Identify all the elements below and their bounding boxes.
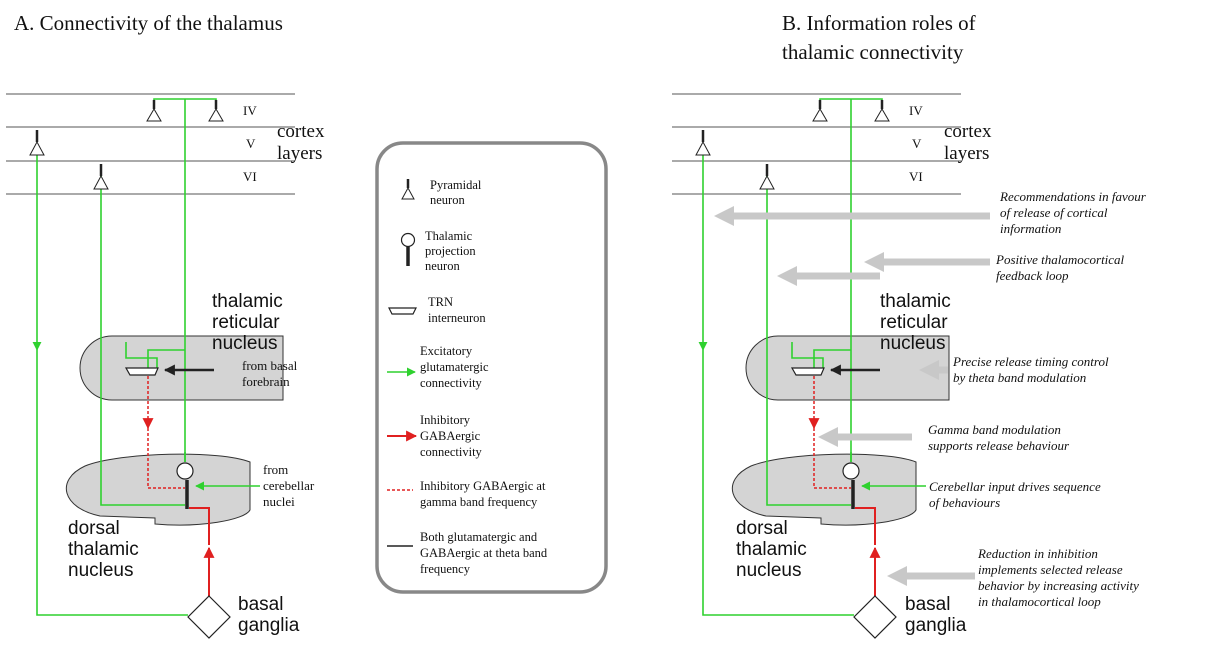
note-release-1: Recommendations in favour <box>999 189 1147 204</box>
pyramidal-neuron-icon <box>146 108 162 122</box>
legend-projection-2: projection <box>425 244 476 258</box>
dorsal-label-3: nucleus <box>68 560 134 581</box>
pyramidal-neuron-icon <box>812 108 828 122</box>
pyramidal-neuron-icon <box>695 140 711 156</box>
cerebellar-label-1: from <box>263 462 288 477</box>
note-cerebellar-2: of behaviours <box>929 495 1000 510</box>
layer-v-label-b: V <box>912 136 922 151</box>
legend-gamma-1: Inhibitory GABAergic at <box>420 479 546 493</box>
legend-excitatory-1: Excitatory <box>420 344 473 358</box>
legend-trn-1: TRN <box>428 295 453 309</box>
legend-gamma-2: gamma band frequency <box>420 495 538 509</box>
pyramidal-neuron-icon <box>29 140 45 156</box>
trn-label-1: thalamic <box>212 291 283 312</box>
panel-b: B. Information roles of thalamic connect… <box>672 11 1147 639</box>
legend: Pyramidal neuron Thalamic projection neu… <box>375 141 608 594</box>
excitatory-wiring-b <box>698 98 926 616</box>
basal-ganglia-label-b-1: basal <box>905 594 950 615</box>
note-gamma-1: Gamma band modulation <box>928 422 1061 437</box>
layer-iv-label-b: IV <box>909 103 923 118</box>
cortex-layers-label-2: layers <box>277 143 322 164</box>
legend-excitatory-3: connectivity <box>420 376 483 390</box>
layer-iv-label: IV <box>243 103 257 118</box>
note-inhibition-3: behavior by increasing activity <box>978 578 1139 593</box>
note-feedback-1: Positive thalamocortical <box>995 252 1125 267</box>
layer-vi-label: VI <box>243 169 257 184</box>
basal-ganglia-label-1: basal <box>238 594 283 615</box>
dorsal-label-2: thalamic <box>68 539 139 560</box>
legend-projection-3: neuron <box>425 259 460 273</box>
trn-interneuron-icon <box>790 367 825 376</box>
note-release-3: information <box>1000 221 1061 236</box>
legend-both-2: GABAergic at theta band <box>420 546 548 560</box>
inhibitory-wiring-b <box>808 376 881 596</box>
trn-label-3: nucleus <box>212 333 278 354</box>
trn-interneuron-icon <box>124 367 159 376</box>
legend-inhibitory-1: Inhibitory <box>420 413 471 427</box>
dorsal-label-b-3: nucleus <box>736 560 802 581</box>
legend-trn-2: interneuron <box>428 311 486 325</box>
note-feedback-2: feedback loop <box>996 268 1069 283</box>
dorsal-label-b-1: dorsal <box>736 518 788 539</box>
panel-b-title-1: B. Information roles of <box>782 11 976 35</box>
basal-ganglia-label-2: ganglia <box>238 615 300 636</box>
legend-excitatory-2: glutamatergic <box>420 360 489 374</box>
basal-forebrain-label-1: from basal <box>242 358 298 373</box>
pyramidal-neuron-icon <box>208 108 224 122</box>
note-theta-2: by theta band modulation <box>953 370 1086 385</box>
legend-inhibitory-2: GABAergic <box>420 429 481 443</box>
trn-nucleus-shape-b <box>745 335 950 401</box>
inhibitory-wiring-a <box>142 376 215 596</box>
trn-label-b-2: reticular <box>880 312 948 333</box>
legend-box <box>375 141 608 594</box>
annotation-arrows <box>714 206 990 586</box>
dorsal-label-1: dorsal <box>68 518 120 539</box>
layer-v-label: V <box>246 136 256 151</box>
legend-both-1: Both glutamatergic and <box>420 530 538 544</box>
pyramidal-neuron-icon <box>759 174 775 190</box>
legend-pyramidal-icon-body <box>401 186 415 200</box>
basal-forebrain-label-2: forebrain <box>242 374 290 389</box>
legend-projection-1: Thalamic <box>425 229 473 243</box>
cerebellar-label-2: cerebellar <box>263 478 315 493</box>
basal-ganglia-shape-b <box>853 595 897 639</box>
cortex-layer-lines-b <box>672 93 961 195</box>
note-inhibition-1: Reduction in inhibition <box>977 546 1098 561</box>
legend-trn-icon <box>388 307 417 315</box>
projection-neuron-icon <box>176 462 194 480</box>
note-theta-1: Precise release timing control <box>952 354 1109 369</box>
legend-pyramidal-2: neuron <box>430 193 465 207</box>
cortex-layers-label-b-1: cortex <box>944 121 992 142</box>
projection-neuron-icon <box>842 462 860 480</box>
note-inhibition-4: in thalamocortical loop <box>978 594 1101 609</box>
panel-a-title: A. Connectivity of the thalamus <box>14 11 283 35</box>
note-gamma-2: supports release behaviour <box>928 438 1070 453</box>
basal-ganglia-shape <box>187 595 231 639</box>
trn-nucleus-shape <box>79 335 284 401</box>
pyramidal-neuron-icon <box>874 108 890 122</box>
panel-b-title-2: thalamic connectivity <box>782 40 964 64</box>
note-release-2: of release of cortical <box>1000 205 1108 220</box>
legend-both-3: frequency <box>420 562 471 576</box>
cortex-layers-label-b-2: layers <box>944 143 989 164</box>
cortex-layers-label-1: cortex <box>277 121 325 142</box>
basal-ganglia-label-b-2: ganglia <box>905 615 967 636</box>
panel-a: A. Connectivity of the thalamus IV V VI … <box>6 11 325 639</box>
trn-label-b-1: thalamic <box>880 291 951 312</box>
dorsal-nucleus-shape-b <box>731 453 917 526</box>
dorsal-label-b-2: thalamic <box>736 539 807 560</box>
layer-vi-label-b: VI <box>909 169 923 184</box>
dorsal-nucleus-shape <box>65 453 251 526</box>
note-cerebellar-1: Cerebellar input drives sequence <box>929 479 1101 494</box>
legend-pyramidal-1: Pyramidal <box>430 178 482 192</box>
legend-inhibitory-3: connectivity <box>420 445 483 459</box>
cerebellar-label-3: nuclei <box>263 494 295 509</box>
note-inhibition-2: implements selected release <box>978 562 1123 577</box>
trn-label-b-3: nucleus <box>880 333 946 354</box>
pyramidal-neuron-icon <box>93 174 109 190</box>
legend-projection-icon <box>400 232 416 248</box>
cortex-layer-lines <box>6 93 295 195</box>
trn-label-2: reticular <box>212 312 280 333</box>
